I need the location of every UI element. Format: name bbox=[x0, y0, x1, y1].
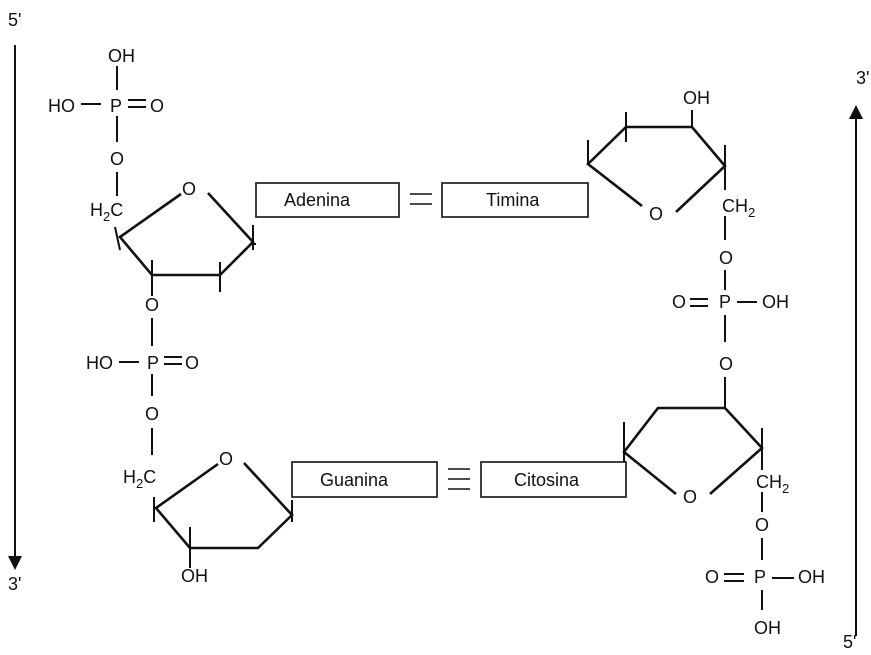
left-top-label: 5' bbox=[8, 10, 21, 30]
svg-text:CH2: CH2 bbox=[756, 472, 789, 496]
svg-text:OH: OH bbox=[754, 618, 781, 638]
left-bottom-label: 3' bbox=[8, 574, 21, 594]
svg-text:P: P bbox=[110, 96, 122, 116]
phosphate-middle-right: CH2 O O P OH O bbox=[672, 196, 789, 408]
triple-hydrogen-bond bbox=[448, 468, 470, 490]
right-bottom-label: 5' bbox=[843, 632, 856, 650]
svg-text:O: O bbox=[145, 404, 159, 424]
svg-text:OH: OH bbox=[798, 567, 825, 587]
svg-text:CH2: CH2 bbox=[722, 196, 755, 220]
svg-text:P: P bbox=[147, 353, 159, 373]
base-citosina: Citosina bbox=[480, 461, 627, 498]
svg-text:O: O bbox=[185, 353, 199, 373]
double-hydrogen-bond bbox=[410, 193, 432, 205]
svg-text:O: O bbox=[182, 179, 196, 199]
sugar-ring-bottom-left: O OH bbox=[153, 449, 294, 586]
svg-text:O: O bbox=[683, 487, 697, 507]
phosphate-bottom-right: CH2 O O P OH OH bbox=[705, 472, 825, 638]
svg-text:Guanina: Guanina bbox=[320, 470, 389, 490]
svg-text:O: O bbox=[145, 295, 159, 315]
h2c-bottom-left: H2C bbox=[123, 467, 156, 491]
svg-text:Adenina: Adenina bbox=[284, 190, 351, 210]
sugar-ring-top-left: O bbox=[114, 179, 256, 292]
sugar-ring-top-right: OH O bbox=[586, 88, 727, 224]
svg-text:O: O bbox=[719, 354, 733, 374]
svg-text:OH: OH bbox=[683, 88, 710, 108]
svg-text:HO: HO bbox=[86, 353, 113, 373]
svg-text:O: O bbox=[719, 248, 733, 268]
sugar-ring-bottom-right: O bbox=[622, 406, 764, 507]
svg-text:OH: OH bbox=[108, 46, 135, 66]
svg-text:HO: HO bbox=[48, 96, 75, 116]
phosphate-top-left: OH HO P O O bbox=[48, 46, 164, 196]
svg-text:O: O bbox=[705, 567, 719, 587]
phosphate-middle-left: O HO P O O bbox=[86, 282, 199, 455]
svg-text:OH: OH bbox=[762, 292, 789, 312]
svg-text:O: O bbox=[672, 292, 686, 312]
base-timina: Timina bbox=[441, 182, 589, 218]
svg-text:O: O bbox=[150, 96, 164, 116]
svg-text:Citosina: Citosina bbox=[514, 470, 580, 490]
svg-text:P: P bbox=[754, 567, 766, 587]
svg-text:O: O bbox=[649, 204, 663, 224]
svg-text:P: P bbox=[719, 292, 731, 312]
base-guanina: Guanina bbox=[291, 461, 438, 498]
right-top-label: 3' bbox=[856, 68, 869, 88]
svg-text:O: O bbox=[110, 149, 124, 169]
svg-text:OH: OH bbox=[181, 566, 208, 586]
svg-text:Timina: Timina bbox=[486, 190, 540, 210]
svg-text:O: O bbox=[755, 515, 769, 535]
svg-text:O: O bbox=[219, 449, 233, 469]
base-adenina: Adenina bbox=[255, 182, 400, 218]
h2c-top-left: H2C bbox=[90, 200, 123, 224]
